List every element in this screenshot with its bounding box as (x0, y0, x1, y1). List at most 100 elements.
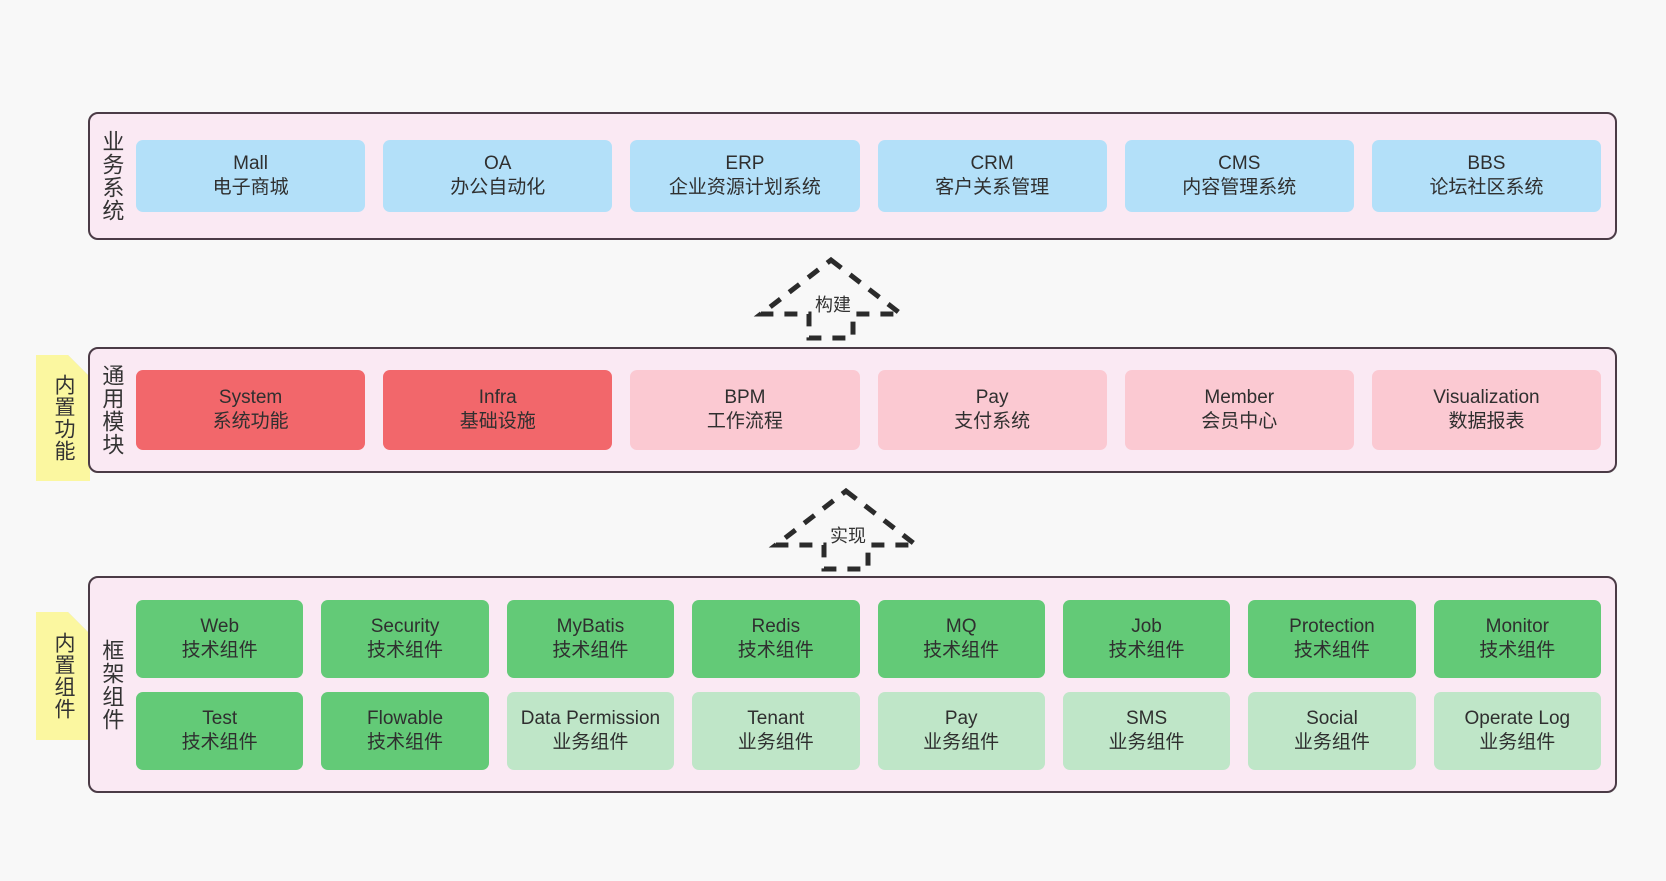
box-cms-desc: 内容管理系统 (1182, 177, 1297, 198)
box-operate-log-desc: 业务组件 (1479, 731, 1556, 753)
box-pay-component-desc: 业务组件 (923, 731, 1000, 753)
note-fold-icon (68, 355, 90, 377)
box-operate-log-name: Operate Log (1464, 707, 1571, 729)
box-mq-name: MQ (945, 615, 977, 637)
box-crm-name: CRM (970, 153, 1014, 175)
box-erp-desc: 企业资源计划系统 (668, 177, 821, 198)
box-security[interactable]: Security 技术组件 (321, 599, 489, 678)
box-redis[interactable]: Redis 技术组件 (692, 599, 860, 678)
note-builtin-feature: 内置功能 (36, 355, 90, 481)
box-oa[interactable]: OA 办公自动化 (383, 140, 613, 212)
box-monitor-desc: 技术组件 (1479, 639, 1556, 661)
layer-body-business: Mall 电子商城 OA 办公自动化 ERP 企业资源计划系统 CRM 客户关系… (132, 114, 1615, 238)
box-test-desc: 技术组件 (181, 731, 258, 753)
box-flowable-name: Flowable (367, 707, 444, 729)
box-web[interactable]: Web 技术组件 (136, 599, 304, 678)
box-job-name: Job (1131, 615, 1162, 637)
box-member[interactable]: Member 会员中心 (1124, 370, 1354, 450)
note-fold-icon (68, 612, 90, 634)
box-erp[interactable]: ERP 企业资源计划系统 (630, 140, 860, 212)
box-web-name: Web (200, 615, 240, 637)
box-monitor[interactable]: Monitor 技术组件 (1433, 599, 1601, 678)
box-cms-name: CMS (1218, 153, 1261, 175)
layer-title-common: 通用模块 (99, 364, 125, 456)
box-redis-name: Redis (751, 615, 801, 637)
box-test-name: Test (202, 707, 238, 729)
layer-body-common: System 系统功能 Infra 基础设施 BPM 工作流程 Pay 支付系统… (132, 349, 1615, 471)
layer-title-framework: 框架组件 (99, 638, 125, 731)
row-common-1: System 系统功能 Infra 基础设施 BPM 工作流程 Pay 支付系统… (136, 370, 1602, 450)
box-security-name: Security (370, 615, 440, 637)
box-sms[interactable]: SMS 业务组件 (1062, 691, 1231, 770)
layer-common-module: 通用模块 System 系统功能 Infra 基础设施 BPM 工作流程 Pay… (88, 347, 1617, 473)
box-protection[interactable]: Protection 技术组件 (1248, 599, 1416, 678)
box-tenant-desc: 业务组件 (737, 731, 814, 753)
box-test[interactable]: Test 技术组件 (136, 691, 304, 770)
arrow-build-label: 构建 (815, 295, 851, 315)
box-tenant[interactable]: Tenant 业务组件 (692, 691, 860, 770)
box-bpm-name: BPM (724, 387, 766, 409)
box-infra-desc: 基础设施 (459, 411, 536, 432)
arrow-implement-glyph (768, 487, 924, 572)
box-tenant-name: Tenant (747, 707, 805, 729)
row-framework-2: Test 技术组件 Flowable 技术组件 Data Permission … (136, 691, 1601, 770)
box-system-desc: 系统功能 (212, 411, 289, 432)
box-oa-desc: 办公自动化 (450, 177, 546, 198)
box-mybatis-name: MyBatis (556, 615, 625, 637)
box-visualization-name: Visualization (1433, 387, 1540, 409)
box-infra[interactable]: Infra 基础设施 (383, 370, 613, 450)
box-oa-name: OA (484, 153, 512, 175)
box-bbs-desc: 论坛社区系统 (1429, 177, 1544, 198)
arrow-implement: 实现 (768, 487, 924, 573)
box-social[interactable]: Social 业务组件 (1248, 691, 1416, 770)
box-protection-desc: 技术组件 (1293, 639, 1370, 661)
box-flowable[interactable]: Flowable 技术组件 (321, 691, 489, 770)
box-protection-name: Protection (1289, 615, 1375, 637)
box-sms-name: SMS (1125, 707, 1168, 729)
box-mall-desc: 电子商城 (212, 177, 289, 198)
box-social-name: Social (1306, 707, 1358, 729)
box-member-desc: 会员中心 (1201, 411, 1278, 432)
box-bpm[interactable]: BPM 工作流程 (630, 370, 860, 450)
layer-title-business: 业务系统 (99, 130, 125, 222)
box-visualization[interactable]: Visualization 数据报表 (1371, 370, 1602, 450)
row-framework-1: Web 技术组件 Security 技术组件 MyBatis 技术组件 Redi… (136, 599, 1601, 678)
box-mq[interactable]: MQ 技术组件 (877, 599, 1045, 678)
arrow-build: 构建 (753, 256, 909, 342)
box-mq-desc: 技术组件 (923, 639, 1000, 661)
box-system[interactable]: System 系统功能 (136, 370, 366, 450)
layer-framework-component: 框架组件 Web 技术组件 Security 技术组件 MyBatis 技术组件… (88, 576, 1617, 793)
box-operate-log[interactable]: Operate Log 业务组件 (1433, 691, 1601, 770)
box-data-permission-name: Data Permission (520, 707, 661, 729)
box-pay-module-desc: 支付系统 (954, 411, 1031, 432)
box-crm-desc: 客户关系管理 (935, 177, 1050, 198)
box-sms-desc: 业务组件 (1108, 731, 1185, 753)
box-pay-component[interactable]: Pay 业务组件 (877, 691, 1045, 770)
box-job-desc: 技术组件 (1108, 639, 1185, 661)
box-visualization-desc: 数据报表 (1448, 411, 1525, 432)
box-mall-name: Mall (233, 153, 268, 175)
box-erp-name: ERP (725, 153, 765, 175)
note-builtin-component: 内置组件 (36, 612, 90, 740)
box-pay-component-name: Pay (944, 707, 978, 729)
box-cms[interactable]: CMS 内容管理系统 (1124, 140, 1354, 212)
box-bbs[interactable]: BBS 论坛社区系统 (1371, 140, 1602, 212)
box-mall[interactable]: Mall 电子商城 (136, 140, 366, 212)
box-job[interactable]: Job 技术组件 (1062, 599, 1231, 678)
box-member-name: Member (1204, 387, 1275, 409)
box-data-permission-desc: 业务组件 (552, 731, 629, 753)
box-web-desc: 技术组件 (181, 639, 258, 661)
note-builtin-feature-label: 内置功能 (51, 374, 75, 462)
box-data-permission[interactable]: Data Permission 业务组件 (506, 691, 675, 770)
box-bpm-desc: 工作流程 (706, 411, 783, 432)
arrow-implement-label: 实现 (830, 526, 866, 546)
arrow-build-glyph (753, 256, 909, 341)
box-mybatis[interactable]: MyBatis 技术组件 (506, 599, 675, 678)
box-flowable-desc: 技术组件 (367, 731, 444, 753)
box-security-desc: 技术组件 (367, 639, 444, 661)
layer-body-framework: Web 技术组件 Security 技术组件 MyBatis 技术组件 Redi… (132, 578, 1615, 791)
box-pay-module[interactable]: Pay 支付系统 (877, 370, 1107, 450)
box-redis-desc: 技术组件 (737, 639, 814, 661)
box-crm[interactable]: CRM 客户关系管理 (877, 140, 1107, 212)
box-mybatis-desc: 技术组件 (552, 639, 629, 661)
